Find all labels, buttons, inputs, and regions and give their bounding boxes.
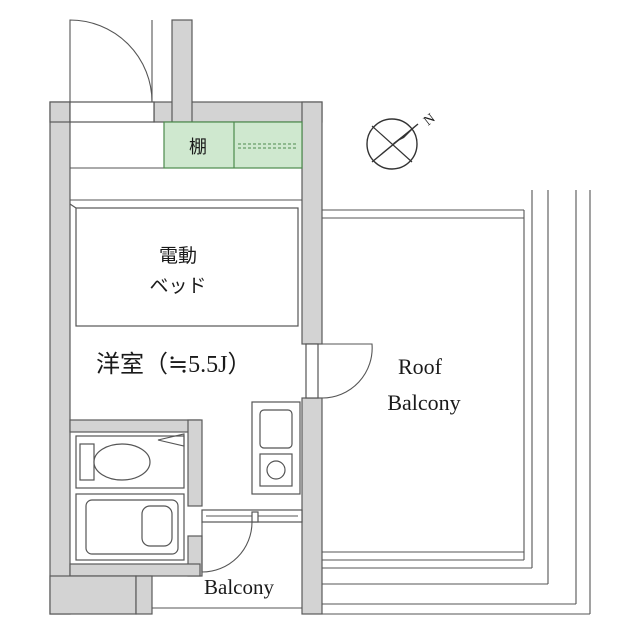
balcony-sliding-door bbox=[201, 509, 303, 573]
bed-label-line1: 電動 bbox=[159, 245, 197, 267]
roof-balcony-door bbox=[305, 343, 373, 399]
kitchen bbox=[251, 401, 301, 495]
entrance-door bbox=[69, 19, 164, 169]
small-balcony: Balcony bbox=[152, 575, 302, 609]
roof-balcony-label-line1: Roof bbox=[398, 354, 443, 379]
roof-balcony-label-line2: Balcony bbox=[387, 390, 460, 415]
western-room-label: 洋室（≒5.5J） bbox=[96, 351, 251, 378]
north-arrow-icon bbox=[392, 124, 418, 144]
electric-bed: 電動 ベッド bbox=[69, 203, 299, 327]
bath bbox=[75, 493, 185, 561]
balcony-label: Balcony bbox=[204, 575, 274, 599]
bed-label-line2: ベッド bbox=[149, 275, 206, 297]
walls bbox=[49, 19, 323, 615]
north-label: N bbox=[421, 111, 438, 129]
toilet bbox=[75, 433, 185, 489]
compass: N bbox=[366, 111, 438, 170]
roof-balcony: Roof Balcony bbox=[322, 190, 591, 615]
shelf-label: 棚 bbox=[189, 137, 207, 158]
shelf: 棚 bbox=[163, 121, 303, 169]
